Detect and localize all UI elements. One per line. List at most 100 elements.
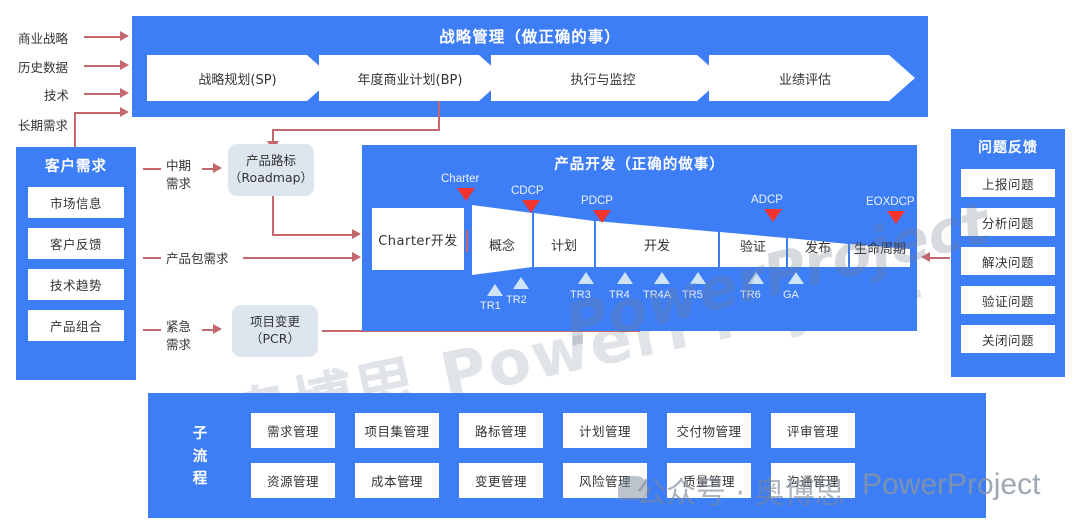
input-label-0: 商业战略 (18, 31, 69, 46)
subprocess-cell-r1c1[interactable]: 需求管理 (251, 413, 335, 448)
review-label-7: GA (783, 289, 799, 301)
review-marker-tr4-icon (617, 272, 633, 284)
issue-feedback-item-1[interactable]: 分析问题 (961, 208, 1055, 236)
subprocess-cell-r1c3[interactable]: 路标管理 (459, 413, 543, 448)
input-arrow-head-2 (120, 88, 129, 98)
input-arrow-line-1 (84, 65, 122, 67)
subprocess-cell-r2c1[interactable]: 资源管理 (251, 463, 335, 498)
customer-needs-item-2[interactable]: 技术趋势 (28, 269, 124, 300)
package-need-line-left (143, 257, 161, 259)
subprocess-cell-r1c2[interactable]: 项目集管理 (355, 413, 439, 448)
subprocess-cell-r2c4[interactable]: 风险管理 (563, 463, 647, 498)
urgent-need-line (143, 329, 161, 331)
midterm-need-line (143, 168, 161, 170)
product-dev-stage-0[interactable]: 概念 (488, 238, 515, 254)
subprocess-cell-r2c2[interactable]: 成本管理 (355, 463, 439, 498)
product-dev-stage-funnel (472, 205, 910, 275)
strategy-stage-1[interactable]: 年度商业计划(BP) (357, 72, 463, 88)
subprocess-title: 子 流 程 (186, 410, 214, 504)
product-dev-stage-3[interactable]: 验证 (739, 239, 766, 255)
pcr-label-line1: 项目变更 (249, 314, 300, 330)
review-marker-tr1-icon (487, 284, 503, 296)
watermark-footer-logo-icon (618, 476, 648, 500)
product-dev-stage-5[interactable]: 生命周期 (853, 241, 906, 257)
roadmap-label-line2: （Roadmap） (228, 170, 314, 185)
strategy-to-roadmap-horz (272, 129, 440, 131)
subprocess-cell-r1c5[interactable]: 交付物管理 (667, 413, 751, 448)
decision-point-marker-adcp-icon (764, 209, 782, 222)
customer-needs-item-3[interactable]: 产品组合 (28, 310, 124, 341)
review-label-5: TR5 (682, 289, 703, 301)
subprocess-cell-r1c6[interactable]: 评审管理 (771, 413, 855, 448)
subprocess-cell-r2c6[interactable]: 沟通管理 (771, 463, 855, 498)
input-arrow-elbow-vert-3 (74, 112, 76, 152)
strategy-stage-2[interactable]: 执行与监控 (570, 72, 636, 88)
review-marker-tr5-icon (690, 272, 706, 284)
customer-needs-item-1[interactable]: 客户反馈 (28, 228, 124, 259)
roadmap-callout[interactable]: 产品路标 （Roadmap） (228, 144, 314, 196)
urgent-need-arrow-line (202, 329, 215, 331)
decision-point-marker-cdcp-icon (522, 200, 540, 213)
review-marker-tr3-icon (578, 272, 594, 284)
strategy-stage-chevrons (147, 55, 915, 101)
midterm-need-label-line1: 中期 (166, 158, 192, 173)
decision-point-label-0: Charter (441, 173, 480, 185)
pcr-label-line2: （PCR） (250, 331, 300, 346)
product-development-title: 产品开发（正确的做事） (554, 157, 725, 173)
issue-feedback-item-0[interactable]: 上报问题 (961, 169, 1055, 197)
package-need-head (352, 252, 361, 262)
review-marker-ga-icon (788, 272, 804, 284)
subprocess-title-char-0: 子 (192, 426, 208, 443)
strategy-stage-3[interactable]: 业绩评估 (778, 72, 831, 88)
input-label-3: 长期需求 (18, 118, 69, 133)
decision-point-marker-eoxdcp-icon (887, 211, 905, 224)
issue-feedback-item-4[interactable]: 关闭问题 (961, 325, 1055, 353)
midterm-need-arrow-head (213, 163, 222, 173)
strategy-management-title: 战略管理（做正确的事） (439, 28, 621, 46)
review-label-3: TR4 (609, 289, 630, 301)
input-arrow-head-3 (120, 107, 129, 117)
strategy-to-roadmap-vert-a (438, 101, 440, 130)
roadmap-to-pd-vert (272, 196, 274, 236)
pcr-callout[interactable]: 项目变更 （PCR） (232, 305, 318, 357)
review-label-1: TR2 (506, 294, 527, 306)
urgent-need-arrow-head (213, 324, 222, 334)
input-arrow-line-2 (84, 93, 122, 95)
review-label-2: TR3 (570, 289, 591, 301)
subprocess-title-char-2: 程 (192, 471, 208, 488)
issue-feedback-item-2[interactable]: 解决问题 (961, 247, 1055, 275)
subprocess-cell-r2c3[interactable]: 变更管理 (459, 463, 543, 498)
strategy-to-roadmap-vert-b (272, 129, 274, 143)
input-arrow-elbow-horz-3 (74, 112, 122, 114)
input-arrow-line-0 (84, 36, 122, 38)
roadmap-label-line1: 产品路标 (245, 153, 296, 169)
decision-point-label-2: PDCP (581, 195, 613, 207)
review-marker-tr2-icon (513, 277, 529, 289)
product-dev-charter-stage[interactable]: Charter开发 (372, 208, 464, 270)
subprocess-cell-r2c5[interactable]: 质量管理 (667, 463, 751, 498)
review-marker-tr4a-icon (654, 272, 670, 284)
customer-needs-title: 客户需求 (45, 159, 107, 175)
decision-point-marker-pdcp-icon (593, 210, 611, 223)
input-arrow-head-0 (120, 31, 129, 41)
review-label-0: TR1 (480, 300, 501, 312)
issue-feedback-title: 问题反馈 (978, 140, 1038, 156)
product-dev-stage-4[interactable]: 发布 (804, 240, 831, 256)
subprocess-cell-r1c4[interactable]: 计划管理 (563, 413, 647, 448)
product-dev-stage-1[interactable]: 计划 (550, 238, 577, 254)
subprocess-panel (148, 393, 986, 518)
customer-needs-item-0[interactable]: 市场信息 (28, 187, 124, 218)
decision-point-label-3: ADCP (751, 194, 783, 206)
charter-gate-separator (466, 230, 468, 252)
urgent-need-label-line1: 紧急 (166, 319, 192, 334)
decision-point-marker-charter-icon (457, 188, 475, 201)
input-label-1: 历史数据 (18, 60, 69, 75)
product-dev-stage-2[interactable]: 开发 (643, 238, 670, 254)
midterm-need-label-line2: 需求 (166, 176, 192, 191)
strategy-stage-0[interactable]: 战略规划(SP) (198, 72, 277, 88)
roadmap-to-pd-head (352, 229, 361, 239)
input-label-2: 技术 (44, 88, 70, 103)
issue-feedback-item-3[interactable]: 验证问题 (961, 286, 1055, 314)
review-label-6: TR6 (740, 289, 761, 301)
review-label-4: TR4A (643, 289, 672, 301)
